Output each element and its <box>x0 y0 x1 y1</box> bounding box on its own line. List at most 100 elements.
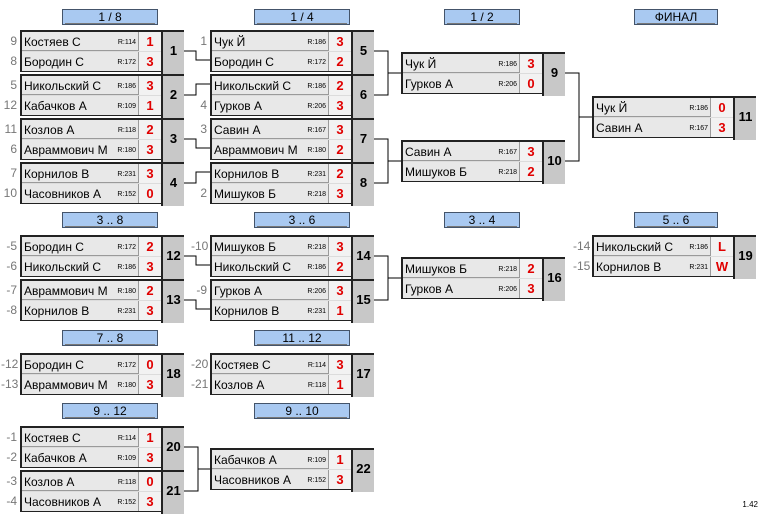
player-rating: R:231 <box>307 308 326 315</box>
player-score: 3 <box>138 448 161 467</box>
player-score: 3 <box>328 32 351 51</box>
connector-line <box>184 171 210 184</box>
player-name: Гурков А <box>214 284 263 298</box>
player-name: Авраммович М <box>24 143 108 157</box>
player-rating: R:109 <box>117 103 136 110</box>
player-score: 1 <box>138 96 161 115</box>
match-number: 17 <box>351 355 374 397</box>
connector-line <box>374 255 389 301</box>
player-score: 3 <box>328 237 351 256</box>
seed-number: 3 <box>200 122 207 136</box>
seed-number: 5 <box>10 78 17 92</box>
seed-number: -21 <box>191 377 209 391</box>
match-number: 15 <box>351 281 374 323</box>
seed-number: 7 <box>10 166 17 180</box>
player-name: Бородин С <box>24 358 84 372</box>
player-score: 3 <box>328 184 351 203</box>
player-score: 2 <box>328 76 351 95</box>
player-rating: R:114 <box>307 362 326 369</box>
player-name: Часовников А <box>24 187 101 201</box>
player-name: Костяев С <box>24 35 81 49</box>
match-number: 18 <box>161 355 184 397</box>
player-rating: R:218 <box>307 244 326 251</box>
player-score: 3 <box>328 355 351 374</box>
connector-line <box>565 72 580 162</box>
round-header-h12: 1 / 2 <box>444 9 520 25</box>
player-score: 3 <box>138 301 161 320</box>
player-score: 0 <box>138 184 161 203</box>
seed-number: 1 <box>200 34 207 48</box>
seed-number: -13 <box>1 377 19 391</box>
player-name: Чук Й <box>596 101 628 115</box>
match-number: 20 <box>161 428 184 470</box>
player-rating: R:186 <box>689 244 708 251</box>
player-name: Часовников А <box>214 473 291 487</box>
match-number: 14 <box>351 237 374 279</box>
player-rating: R:231 <box>307 171 326 178</box>
player-score: L <box>710 237 733 256</box>
player-score: 1 <box>328 375 351 394</box>
player-score: 3 <box>138 140 161 159</box>
seed-number: -9 <box>196 283 207 297</box>
connector-line <box>184 299 210 310</box>
seed-number: -1 <box>6 430 17 444</box>
round-header-h38: 3 .. 8 <box>62 212 158 228</box>
player-rating: R:186 <box>307 264 326 271</box>
match-number: 13 <box>161 281 184 323</box>
player-name: Никольский С <box>214 260 292 274</box>
player-score: 3 <box>138 492 161 511</box>
player-score: 1 <box>138 428 161 447</box>
player-score: 3 <box>519 279 542 298</box>
seed-number: 10 <box>3 186 17 200</box>
match-number: 12 <box>161 237 184 279</box>
player-rating: R:109 <box>307 457 326 464</box>
player-name: Гурков А <box>214 99 263 113</box>
player-score: 2 <box>138 281 161 300</box>
player-score: 3 <box>328 281 351 300</box>
player-rating: R:231 <box>689 264 708 271</box>
player-rating: R:109 <box>117 455 136 462</box>
match-number: 11 <box>733 98 756 140</box>
player-rating: R:172 <box>307 59 326 66</box>
round-header-h78: 7 .. 8 <box>62 330 158 346</box>
player-name: Козлов А <box>24 123 75 137</box>
player-rating: R:231 <box>117 171 136 178</box>
player-rating: R:231 <box>117 308 136 315</box>
player-rating: R:118 <box>307 382 326 389</box>
player-name: Корнилов В <box>214 304 280 318</box>
connector-line <box>184 138 210 149</box>
player-rating: R:118 <box>117 127 136 134</box>
player-rating: R:186 <box>117 83 136 90</box>
player-rating: R:114 <box>117 435 136 442</box>
match-number: 5 <box>351 32 374 74</box>
player-name: Савин А <box>596 121 643 135</box>
seed-number: 9 <box>10 34 17 48</box>
round-header-h56: 5 .. 6 <box>634 212 718 228</box>
